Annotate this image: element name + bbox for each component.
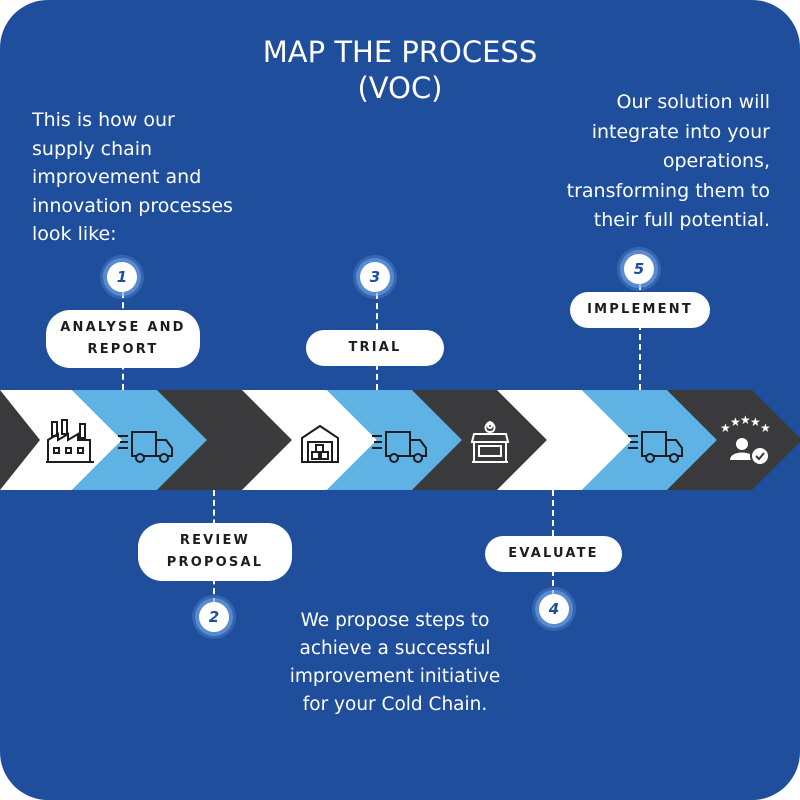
chevron-10	[667, 390, 800, 490]
step-number-5: 5	[624, 254, 654, 284]
chevron-3	[72, 390, 207, 490]
step-label-analyse: ANALYSE AND REPORT	[46, 310, 200, 368]
chevron-4	[157, 390, 292, 490]
svg-text:★: ★	[730, 415, 741, 429]
step-number-3: 3	[360, 262, 390, 292]
svg-text:★: ★	[760, 421, 771, 435]
svg-text:★: ★	[720, 421, 731, 435]
page-title: MAP THE PROCESS	[262, 35, 538, 69]
warehouse-icon	[301, 424, 339, 463]
chevron-5	[242, 390, 377, 490]
svg-text:★: ★	[750, 415, 761, 429]
chevron-2	[0, 390, 122, 490]
step-number-4: 4	[539, 594, 569, 624]
page-subtitle: (VOC)	[357, 71, 443, 105]
chevron-9	[582, 390, 717, 490]
chevron-7	[412, 390, 547, 490]
step-label-evaluate: EVALUATE	[485, 536, 622, 572]
bottom-text: We propose steps to achieve a successful…	[289, 610, 501, 715]
svg-text:★: ★	[740, 413, 751, 427]
truck-icon	[628, 431, 683, 463]
chevron-1	[0, 390, 40, 490]
step-label-review: REVIEW PROPOSAL	[138, 523, 292, 581]
factory-icon	[46, 419, 94, 463]
store-icon	[470, 420, 510, 463]
step-label-trial: TRIAL	[306, 330, 444, 366]
step-number-1: 1	[107, 262, 137, 292]
truck-icon	[118, 431, 173, 463]
chevron-8	[497, 390, 632, 490]
connector-5	[639, 284, 641, 390]
customer-rating-icon: ★ ★ ★ ★ ★	[720, 413, 771, 466]
chevron-6	[327, 390, 462, 490]
truck-icon	[372, 431, 427, 463]
outro-text: Our solution will integrate into your op…	[566, 91, 770, 231]
intro-text: This is how our supply chain improvement…	[32, 109, 233, 245]
step-number-2: 2	[199, 602, 229, 632]
step-label-implement: IMPLEMENT	[570, 292, 710, 328]
